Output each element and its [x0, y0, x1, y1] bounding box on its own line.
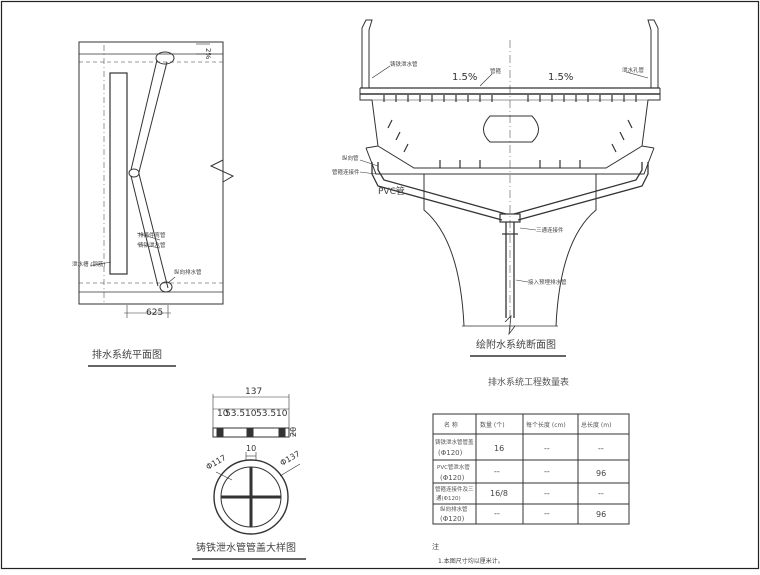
plan-label-bottom: 纵向排水管 — [174, 268, 202, 276]
slope-right: 1.5% — [548, 72, 573, 83]
cover-detail — [212, 394, 301, 535]
table-row-2-qty: -- — [494, 467, 500, 476]
section-label-down: 接入预埋排水管 — [528, 278, 567, 286]
table-row-3-len: -- — [544, 489, 550, 498]
section-label-left-a: 纵向管 — [342, 154, 359, 162]
section-label-tee: 三通连接件 — [536, 226, 564, 234]
cover-dim-4: 53.5 — [256, 409, 276, 419]
table-header-total: 总长度 (m) — [581, 421, 611, 429]
slope-left: 1.5% — [452, 72, 477, 83]
table-title: 排水系统工程数量表 — [488, 376, 569, 388]
section-label-left-b: 管箍连接件 — [332, 168, 360, 176]
table-header-qty: 数量 (个) — [480, 421, 505, 429]
table-row-2-name-b: (Φ120) — [440, 474, 465, 482]
quantity-table — [432, 413, 630, 525]
plan-view — [78, 41, 235, 318]
deck-drain-marks — [383, 95, 637, 168]
table-row-3-name-b: 通(Φ120) — [436, 494, 461, 502]
table-row-1-qty: 16 — [494, 444, 504, 453]
table-row-2-total: 96 — [596, 469, 606, 478]
section-label-top-mid: 管箍 — [490, 67, 502, 75]
cover-dim-total: 137 — [245, 387, 262, 397]
table-row-3-name-a: 管箍连接件及三 — [435, 485, 474, 493]
table-header-len: 每个长度 (cm) — [526, 421, 566, 429]
cover-dim-1: 10 — [217, 409, 229, 419]
cover-dim-height: 20 — [289, 427, 298, 437]
table-row-4-len: -- — [544, 509, 550, 518]
plan-dim-top: 2% — [204, 48, 212, 59]
table-row-4-name-b: (Φ120) — [440, 515, 465, 523]
table-row-4-total: 96 — [596, 510, 606, 519]
section-view — [359, 19, 661, 336]
notes-line-1: 1.本图尺寸均以厘米计。 — [438, 557, 504, 565]
table-row-3-total: -- — [598, 489, 604, 498]
plan-label-left: 泄水槽 (钢筋) — [72, 260, 106, 268]
table-header-name: 名 称 — [444, 421, 458, 429]
cover-dim-3: 10 — [245, 409, 257, 419]
cover-dim-5: 10 — [276, 409, 288, 419]
plan-outline — [78, 41, 224, 305]
cover-title: 铸铁泄水管管盖大样图 — [196, 541, 296, 554]
plan-dim-625: 625 — [146, 308, 163, 318]
notes-heading: 注 — [432, 542, 439, 551]
cover-dim-dia-left: Φ117 — [205, 453, 228, 472]
table-row-1-total: -- — [598, 444, 604, 453]
table-row-4-name-a: 纵向排水管 — [440, 505, 468, 513]
table-row-3-qty: 16/8 — [490, 489, 508, 498]
plan-title: 排水系统平面图 — [92, 348, 162, 361]
plan-label-pipe-b: 铸铁泄水管 — [138, 241, 166, 249]
table-row-2-name-a: PVC管泄水管 — [437, 463, 470, 471]
plan-label-pipe-a: 排铸件弯管 — [138, 231, 166, 239]
table-row-1-name-b: (Φ120) — [438, 449, 463, 457]
table-row-1-name-a: 铸铁泄水管管盖 — [435, 438, 474, 446]
section-label-pvc: PVC管 — [378, 185, 405, 197]
table-row-4-qty: -- — [494, 509, 500, 518]
cover-dim-2: 53.5 — [225, 409, 245, 419]
section-title: 绘附水系统断面图 — [476, 338, 556, 351]
section-label-top-right: 泄水孔管 — [622, 66, 645, 74]
cover-dim-small: 10 — [246, 444, 256, 453]
table-row-1-len: -- — [544, 444, 550, 453]
section-label-top-left: 铸铁泄水管 — [390, 60, 418, 68]
table-row-2-len: -- — [544, 467, 550, 476]
drain-slot — [109, 72, 128, 275]
